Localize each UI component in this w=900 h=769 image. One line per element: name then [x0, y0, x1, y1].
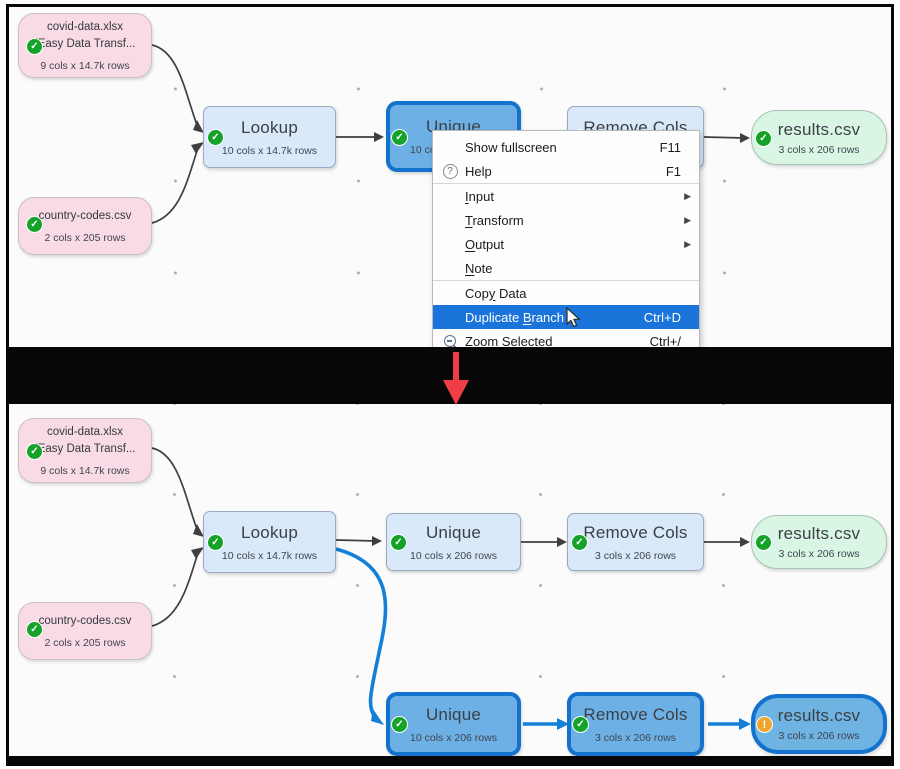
node-results-csv[interactable]: ✓ results.csv 3 cols x 206 rows [751, 110, 887, 165]
success-check-icon: ✓ [26, 216, 43, 233]
success-check-icon: ✓ [391, 716, 408, 733]
context-menu: Show fullscreen F11 ? Help F1 Input ▶ Tr… [432, 130, 700, 347]
node-stats: 3 cols x 206 rows [778, 548, 860, 560]
node-country-codes[interactable]: ✓ country-codes.csv 2 cols x 205 rows [18, 602, 152, 660]
success-check-icon: ✓ [390, 534, 407, 551]
menu-item-zoom-selected[interactable]: Zoom Selected Ctrl+/ [433, 329, 699, 347]
warning-icon: ! [756, 716, 773, 733]
node-title: Remove Cols [583, 522, 688, 542]
canvas-after: ✓ covid-data.xlsx [Easy Data Transf... 9… [6, 404, 894, 766]
menu-item-show-fullscreen[interactable]: Show fullscreen F11 [433, 135, 699, 159]
node-stats: 3 cols x 206 rows [778, 730, 860, 742]
node-title: results.csv [777, 524, 861, 543]
node-stats: 10 cols x 14.7k rows [221, 549, 318, 562]
menu-icon-slot [441, 138, 459, 156]
node-stats: 2 cols x 205 rows [44, 637, 126, 650]
success-check-icon: ✓ [755, 534, 772, 551]
node-title: covid-data.xlsx [46, 21, 124, 34]
node-stats: 9 cols x 14.7k rows [40, 464, 130, 477]
success-check-icon: ✓ [391, 128, 408, 146]
success-check-icon: ✓ [207, 534, 224, 551]
node-title: country-codes.csv [38, 614, 132, 627]
menu-shortcut: F1 [665, 163, 681, 179]
node-title: Lookup [241, 522, 298, 542]
node-lookup[interactable]: ✓ Lookup 10 cols x 14.7k rows [203, 106, 336, 168]
menu-separator [433, 280, 699, 281]
success-check-icon: ✓ [755, 129, 772, 147]
menu-shortcut: F11 [659, 139, 681, 155]
node-stats: 3 cols x 206 rows [778, 143, 860, 156]
submenu-arrow-icon: ▶ [684, 238, 691, 249]
node-subtitle: [Easy Data Transf... [34, 37, 136, 50]
menu-item-duplicate-branch[interactable]: Duplicate Branch Ctrl+D [433, 305, 699, 329]
node-title: covid-data.xlsx [46, 426, 124, 439]
node-remove-cols[interactable]: ✓ Remove Cols 3 cols x 206 rows [567, 513, 704, 571]
node-stats: 3 cols x 206 rows [594, 549, 677, 562]
node-covid-data[interactable]: ✓ covid-data.xlsx [Easy Data Transf... 9… [18, 13, 152, 78]
node-stats: 3 cols x 206 rows [594, 731, 677, 744]
success-check-icon: ✓ [26, 621, 43, 638]
submenu-arrow-icon: ▶ [684, 214, 691, 225]
menu-item-transform[interactable]: Transform ▶ [465, 212, 691, 228]
node-lookup[interactable]: ✓ Lookup 10 cols x 14.7k rows [203, 511, 336, 573]
node-results-csv[interactable]: ✓ results.csv 3 cols x 206 rows [751, 515, 887, 569]
node-unique[interactable]: ✓ Unique 10 cols x 206 rows [386, 513, 521, 571]
node-stats: 10 cols x 206 rows [410, 549, 497, 562]
node-title: Remove Cols [583, 704, 688, 724]
zoom-out-icon [444, 335, 456, 347]
node-title: results.csv [777, 119, 861, 139]
mouse-cursor-icon [566, 307, 581, 328]
menu-separator [433, 183, 699, 184]
menu-item-copy-data[interactable]: Copy Data [465, 285, 527, 301]
menu-item-output[interactable]: Output ▶ [465, 236, 691, 252]
node-country-codes[interactable]: ✓ country-codes.csv 2 cols x 205 rows [18, 197, 152, 255]
success-check-icon: ✓ [571, 534, 588, 551]
panel-divider [6, 347, 894, 404]
node-title: Unique [425, 522, 482, 542]
menu-shortcut: Ctrl+D [643, 309, 681, 325]
node-title: Unique [425, 704, 482, 724]
node-title: Lookup [241, 117, 298, 137]
node-title: results.csv [777, 706, 861, 725]
canvas-before: ✓ covid-data.xlsx [Easy Data Transf... 9… [6, 4, 894, 347]
node-results-csv-duplicate[interactable]: ! results.csv 3 cols x 206 rows [751, 694, 887, 754]
success-check-icon: ✓ [26, 443, 43, 460]
node-covid-data[interactable]: ✓ covid-data.xlsx [Easy Data Transf... 9… [18, 418, 152, 483]
node-remove-cols-duplicate[interactable]: ✓ Remove Cols 3 cols x 206 rows [567, 692, 704, 756]
menu-item-input[interactable]: Input ▶ [465, 188, 691, 204]
menu-shortcut: Ctrl+/ [649, 333, 681, 348]
node-stats: 9 cols x 14.7k rows [40, 59, 130, 72]
success-check-icon: ✓ [26, 38, 43, 55]
node-stats: 10 cols x 206 rows [410, 731, 497, 744]
submenu-arrow-icon: ▶ [684, 190, 691, 201]
help-icon: ? [442, 163, 458, 179]
node-title: country-codes.csv [38, 209, 132, 222]
node-stats: 10 cols x 14.7k rows [221, 144, 318, 157]
node-subtitle: [Easy Data Transf... [34, 442, 136, 455]
red-down-arrow-icon [443, 352, 469, 405]
success-check-icon: ✓ [207, 129, 224, 146]
menu-item-note[interactable]: Note [465, 260, 493, 276]
node-stats: 2 cols x 205 rows [44, 232, 126, 245]
node-unique-duplicate[interactable]: ✓ Unique 10 cols x 206 rows [386, 692, 521, 756]
success-check-icon: ✓ [572, 716, 589, 733]
menu-item-help[interactable]: ? Help F1 [433, 159, 699, 183]
